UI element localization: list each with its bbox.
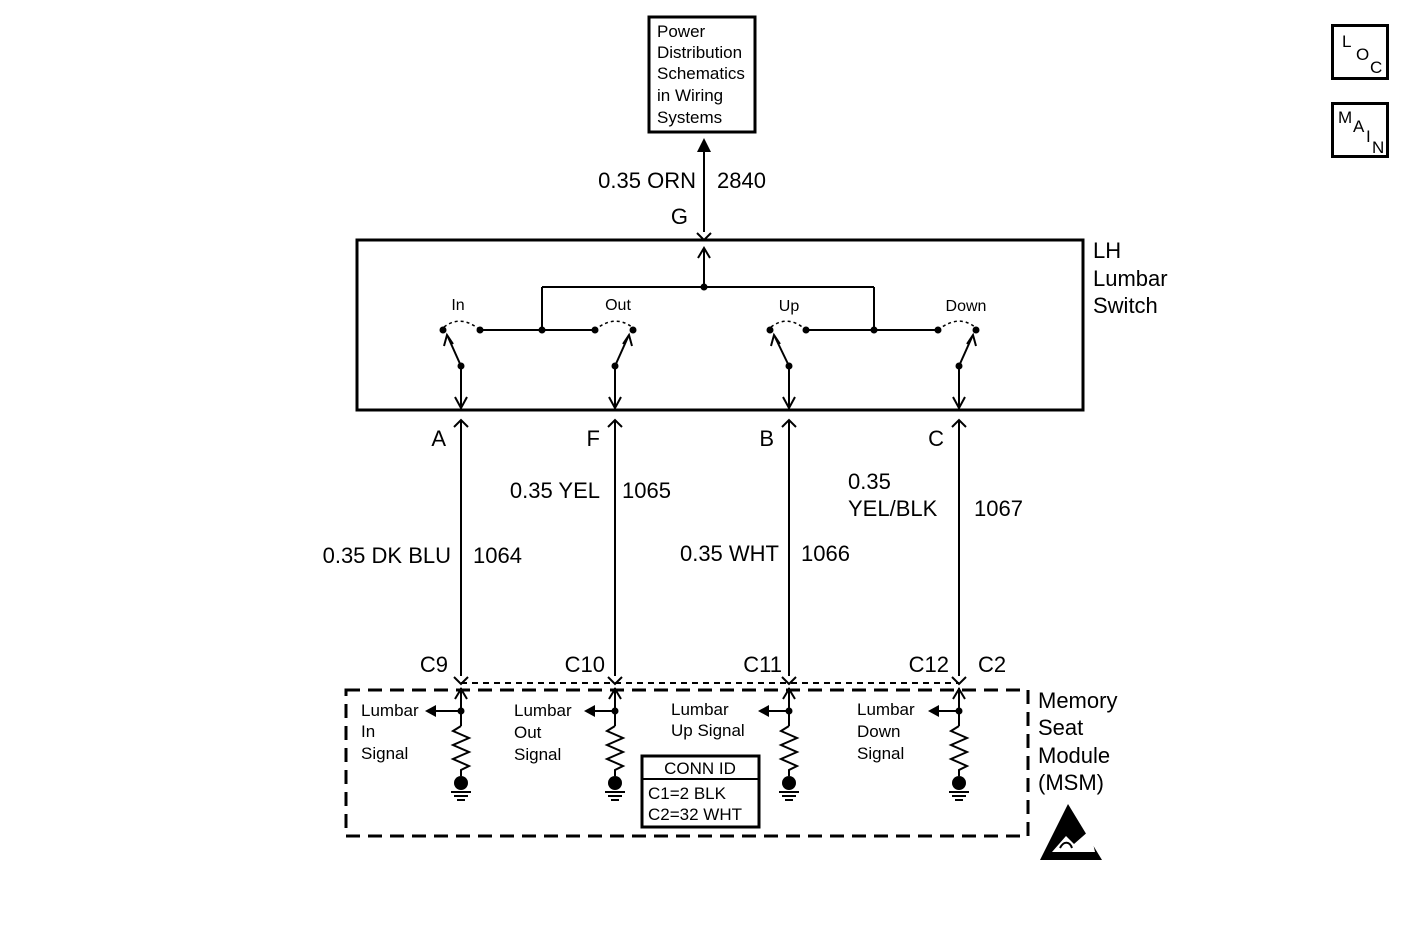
loc-letter-o: O	[1356, 45, 1370, 64]
main-letter-a: A	[1353, 117, 1365, 136]
power-box-line: Schematics	[657, 64, 745, 83]
module-pin: C9	[420, 652, 448, 677]
wire-1065: F 0.35 YEL 1065 C10	[510, 419, 671, 685]
signal-label: Lumbar	[857, 700, 915, 719]
power-box-line: in Wiring	[657, 86, 723, 105]
wire-label: 0.35	[848, 469, 891, 494]
terminal-label: B	[759, 426, 774, 451]
wire-label: 0.35 ORN	[598, 168, 696, 193]
main-letter-n: N	[1372, 138, 1385, 157]
conn-id-line: C2=32 WHT	[648, 805, 742, 824]
esd-warning-icon	[1040, 804, 1102, 860]
wire-1067: C 0.35 YEL/BLK 1067 C12	[848, 419, 1023, 685]
arrow-left-icon	[425, 705, 436, 717]
switch-contact-out: Out	[591, 297, 637, 411]
contact-label: Out	[605, 297, 631, 314]
arrow-left-icon	[928, 705, 939, 717]
power-box-line: Distribution	[657, 43, 742, 62]
wire-2840: 0.35 ORN 2840 G	[598, 138, 766, 241]
switch-contact-down: Down	[934, 298, 987, 411]
circuit-number: 1065	[622, 478, 671, 503]
main-letter-m: M	[1338, 108, 1353, 127]
module-name: Memory	[1038, 688, 1117, 713]
module-pin: C12	[909, 652, 949, 677]
signal-label: Lumbar	[514, 701, 572, 720]
main-button[interactable]: M A I N	[1331, 102, 1389, 158]
resistor-icon	[604, 725, 626, 776]
resistor-icon	[450, 725, 472, 776]
signal-label: Signal	[514, 745, 561, 764]
signal-label: Down	[857, 722, 900, 741]
circuit-number: 1067	[974, 496, 1023, 521]
arrow-left-icon	[758, 705, 769, 717]
power-distribution-box[interactable]: Power Distribution Schematics in Wiring …	[647, 15, 757, 134]
power-box-line: Power	[657, 22, 706, 41]
signal-label: Out	[514, 723, 542, 742]
wire-1064: A 0.35 DK BLU 1064 C9	[323, 419, 522, 685]
lh-lumbar-switch: LH Lumbar Switch In Out	[355, 238, 1168, 412]
conn-id-line: C1=2 BLK	[648, 784, 727, 803]
terminal-label: G	[671, 204, 688, 229]
resistor-icon	[778, 725, 800, 776]
terminal-label: C	[928, 426, 944, 451]
loc-button[interactable]: L O C	[1331, 24, 1389, 80]
main-letter-i: I	[1366, 127, 1371, 146]
signal-lumbar-up: Lumbar Up Signal	[671, 687, 800, 801]
switch-name: Switch	[1093, 293, 1158, 318]
loc-letter-c: C	[1370, 58, 1383, 77]
switch-name: LH	[1093, 238, 1121, 263]
conn-id-box: CONN ID C1=2 BLK C2=32 WHT	[640, 754, 761, 829]
wire-label: 0.35 DK BLU	[323, 543, 451, 568]
contact-label: In	[451, 297, 464, 314]
module-name: (MSM)	[1038, 770, 1104, 795]
terminal-label: A	[431, 426, 446, 451]
signal-label: In	[361, 722, 375, 741]
wire-label: 0.35 WHT	[680, 541, 779, 566]
connector-label: C2	[978, 652, 1006, 677]
wire-label: YEL/BLK	[848, 496, 938, 521]
wire-label: 0.35 YEL	[510, 478, 600, 503]
signal-label: Lumbar	[671, 700, 729, 719]
power-box-line: Systems	[657, 108, 722, 127]
switch-name: Lumbar	[1093, 266, 1168, 291]
signal-lumbar-in: Lumbar In Signal	[361, 687, 472, 801]
memory-seat-module: C2 Memory Seat Module (MSM) Lumbar In Si…	[344, 652, 1117, 860]
wire-1066: B 0.35 WHT 1066 C11	[680, 419, 850, 685]
switch-contact-in: In	[439, 297, 484, 411]
signal-lumbar-down: Lumbar Down Signal	[857, 687, 970, 801]
module-pin: C11	[743, 652, 782, 677]
signal-label: Signal	[361, 744, 408, 763]
module-name: Module	[1038, 743, 1110, 768]
module-pin: C10	[565, 652, 605, 677]
circuit-number: 1064	[473, 543, 522, 568]
terminal-label: F	[587, 426, 600, 451]
arrow-left-icon	[584, 705, 595, 717]
arrow-up-icon	[697, 138, 711, 152]
contact-label: Down	[946, 298, 987, 315]
conn-id-title: CONN ID	[664, 759, 736, 778]
signal-lumbar-out: Lumbar Out Signal	[514, 687, 626, 801]
circuit-number: 1066	[801, 541, 850, 566]
module-name: Seat	[1038, 715, 1083, 740]
circuit-number: 2840	[717, 168, 766, 193]
signal-label: Up Signal	[671, 721, 745, 740]
signal-label: Lumbar	[361, 701, 419, 720]
contact-label: Up	[779, 298, 800, 315]
switch-contact-up: Up	[766, 298, 810, 411]
loc-letter-l: L	[1342, 32, 1352, 51]
signal-label: Signal	[857, 744, 904, 763]
resistor-icon	[948, 725, 970, 776]
